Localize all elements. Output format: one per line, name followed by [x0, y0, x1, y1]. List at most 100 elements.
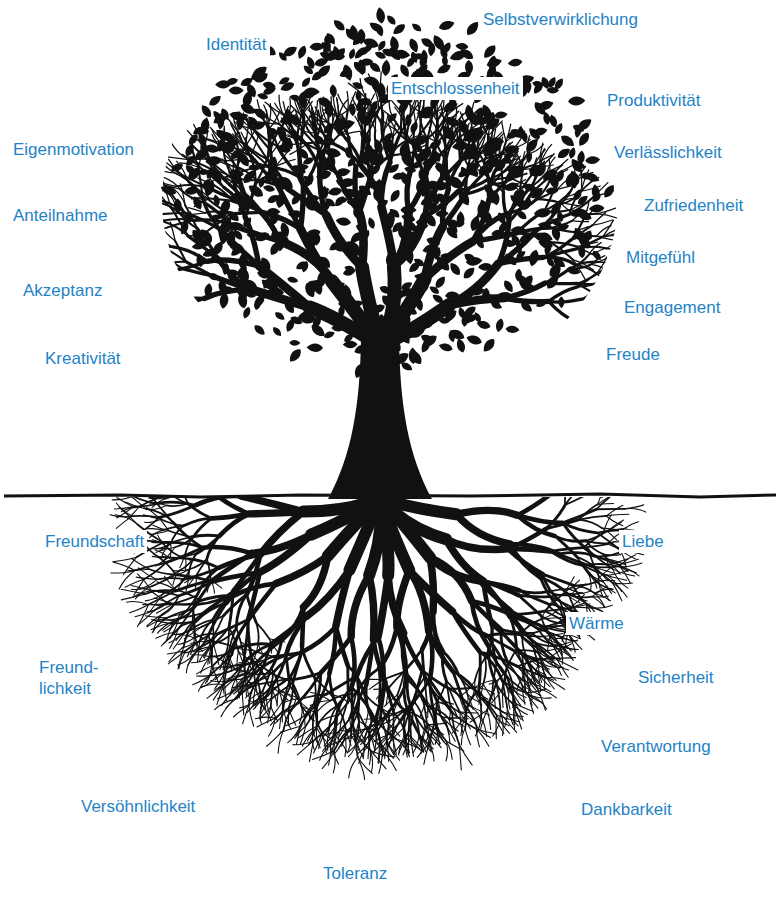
root	[327, 730, 329, 750]
branch	[446, 142, 452, 161]
root	[319, 730, 329, 749]
root	[378, 576, 388, 637]
root	[175, 601, 201, 605]
root	[403, 698, 413, 713]
root	[249, 706, 254, 727]
branch	[144, 270, 168, 287]
root	[193, 631, 210, 641]
root	[111, 570, 135, 573]
root	[310, 701, 330, 706]
root	[446, 741, 448, 761]
root	[327, 736, 346, 746]
root	[302, 627, 336, 653]
root	[460, 698, 467, 715]
root	[544, 658, 561, 659]
root	[586, 541, 609, 544]
root	[375, 701, 379, 725]
branch	[149, 264, 165, 266]
root	[427, 726, 431, 745]
branch	[150, 244, 167, 249]
root	[529, 695, 533, 713]
branch	[135, 312, 150, 325]
root	[505, 649, 517, 673]
root	[363, 738, 365, 759]
root	[462, 681, 475, 695]
branch	[131, 314, 147, 324]
root	[341, 729, 365, 731]
branch	[429, 127, 436, 141]
root	[568, 633, 582, 649]
root	[379, 627, 397, 668]
root	[443, 717, 450, 735]
root	[239, 662, 261, 665]
branch	[140, 220, 163, 223]
root	[572, 591, 591, 594]
branch	[173, 298, 204, 312]
root	[158, 590, 176, 592]
root	[121, 594, 145, 600]
root	[135, 563, 166, 571]
root	[252, 535, 311, 554]
root	[446, 539, 483, 580]
root	[213, 553, 252, 580]
root	[543, 670, 545, 690]
root	[465, 728, 470, 744]
root	[195, 497, 241, 505]
branch	[137, 267, 169, 270]
root	[596, 497, 617, 509]
root	[533, 676, 540, 695]
root	[288, 726, 300, 742]
root	[535, 642, 543, 669]
branch	[143, 215, 164, 221]
root	[380, 741, 385, 759]
root	[586, 531, 608, 541]
root	[589, 575, 591, 591]
branch	[141, 261, 159, 268]
root	[154, 598, 174, 604]
root	[379, 668, 380, 701]
root	[487, 688, 493, 705]
root	[207, 685, 223, 699]
root	[485, 626, 492, 659]
root	[169, 647, 184, 662]
root	[456, 510, 517, 515]
root	[166, 548, 202, 563]
root	[239, 669, 255, 672]
root	[246, 680, 262, 683]
root	[422, 612, 433, 650]
root	[452, 713, 477, 729]
branch	[347, 91, 348, 111]
root	[483, 658, 486, 684]
root	[335, 736, 345, 753]
root	[404, 649, 422, 672]
root	[565, 497, 586, 505]
root	[158, 605, 175, 618]
root	[371, 751, 373, 772]
root	[477, 729, 489, 746]
root	[153, 499, 173, 522]
root	[132, 497, 154, 499]
root	[565, 633, 568, 651]
root	[151, 497, 153, 499]
root	[594, 556, 618, 565]
root	[283, 687, 290, 711]
root	[345, 736, 346, 757]
branch	[557, 186, 573, 190]
root	[365, 725, 375, 741]
root	[270, 616, 306, 644]
root	[512, 703, 521, 719]
root	[262, 679, 286, 683]
root	[493, 662, 497, 687]
root	[510, 687, 521, 705]
root	[424, 678, 426, 701]
root	[528, 676, 532, 696]
root	[518, 595, 540, 615]
branch	[135, 192, 158, 200]
root	[358, 757, 373, 773]
branch	[156, 180, 179, 186]
root	[563, 509, 597, 523]
root	[560, 640, 578, 646]
branch	[301, 185, 304, 229]
branch	[153, 313, 174, 332]
root	[420, 701, 427, 717]
